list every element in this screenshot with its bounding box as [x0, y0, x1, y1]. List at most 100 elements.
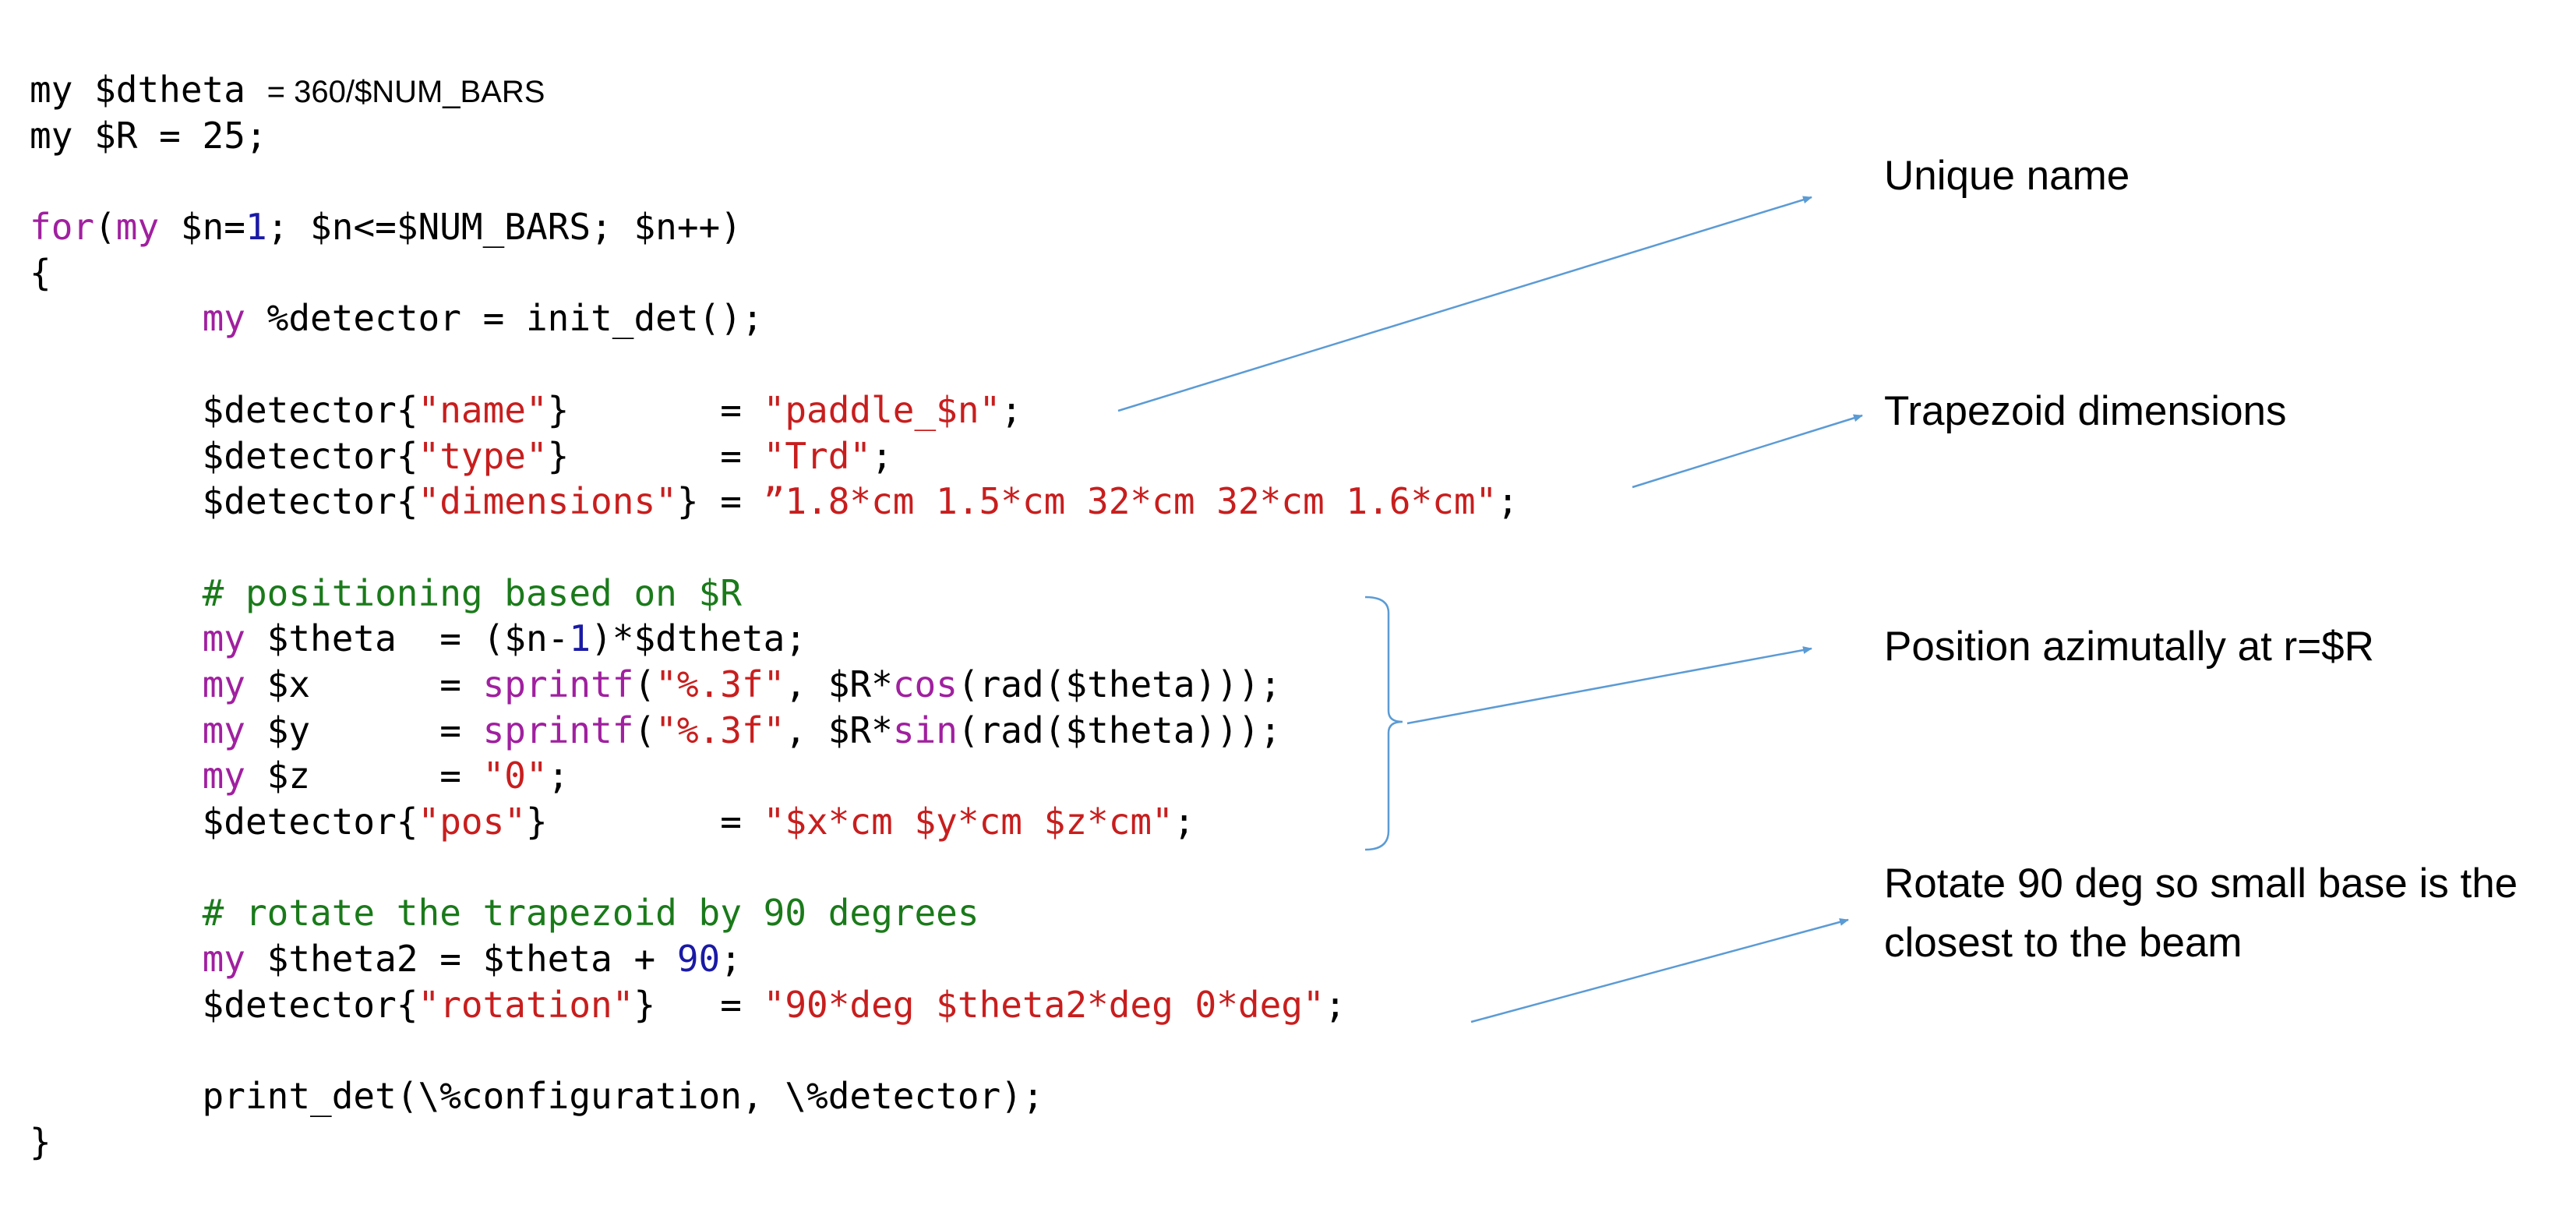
code-token: ;: [1497, 480, 1519, 523]
code-token: "name": [418, 388, 548, 431]
code-line: # rotate the trapezoid by 90 degrees: [30, 890, 1519, 936]
arrow-rotate: [1470, 918, 1849, 1023]
code-line: my $z = "0";: [30, 753, 1519, 799]
annotation-trapezoid-dimensions: Trapezoid dimensions: [1884, 388, 2287, 434]
code-token: } =: [525, 801, 764, 843]
annotation-rotate-line1: Rotate 90 deg so small base is the: [1884, 861, 2518, 907]
code-token: } =: [633, 983, 764, 1026]
code-token: ;: [547, 755, 570, 797]
code-token: $detector{: [30, 434, 418, 477]
code-token: (: [633, 663, 656, 705]
code-token: "pos": [418, 801, 526, 843]
code-token: %detector = init_det();: [245, 297, 764, 340]
code-token: sin: [892, 709, 958, 751]
code-line: $detector{"type"} = "Trd";: [30, 433, 1519, 479]
code-line: $detector{"pos"} = "$x*cm $y*cm $z*cm";: [30, 799, 1519, 845]
arrow-trapezoid-dimensions: [1632, 414, 1863, 489]
code-line: $detector{"dimensions"} = ”1.8*cm 1.5*cm…: [30, 479, 1519, 525]
annotation-position: Position azimutally at r=$R: [1884, 624, 2374, 670]
code-token: 90: [676, 938, 721, 981]
code-line: my $theta = ($n-1)*$dtheta;: [30, 616, 1519, 662]
code-token: $detector{: [30, 983, 418, 1026]
code-token: ”1.8*cm 1.5*cm 32*cm 32*cm 1.6*cm": [763, 480, 1498, 523]
code-token: my $R = 25;: [30, 114, 267, 157]
code-line: my $theta2 = $theta + 90;: [30, 936, 1519, 982]
code-token: {: [30, 251, 51, 294]
code-token: "paddle_$n": [763, 388, 1001, 431]
code-token: my $dtheta: [30, 69, 267, 111]
arrow-unique-name: [1117, 196, 1812, 412]
code-line: my $x = sprintf("%.3f", $R*cos(rad($thet…: [30, 662, 1519, 708]
code-token: , $R*: [785, 709, 893, 751]
position-brace: [1364, 596, 1403, 851]
code-token: 1: [569, 617, 591, 660]
code-line: print_det(\%configuration, \%detector);: [30, 1073, 1519, 1119]
code-token: cos: [892, 663, 958, 705]
code-token: $detector{: [30, 388, 418, 431]
code-token: "%.3f": [655, 709, 785, 751]
arrow-position: [1406, 646, 1812, 725]
code-token: (: [94, 206, 116, 249]
code-line: $detector{"name"} = "paddle_$n";: [30, 387, 1519, 433]
code-token: my: [115, 206, 160, 249]
code-token: ;: [720, 938, 742, 981]
code-line: # positioning based on $R: [30, 571, 1519, 617]
code-token: ;: [1173, 801, 1195, 843]
code-line: }: [30, 1119, 1519, 1165]
code-line: $detector{"rotation"} = "90*deg $theta2*…: [30, 982, 1519, 1028]
code-token: my: [202, 709, 245, 751]
code-token: = 360/$NUM_BARS: [266, 75, 545, 109]
code-line: my $y = sprintf("%.3f", $R*sin(rad($thet…: [30, 708, 1519, 754]
code-token: my: [202, 617, 245, 660]
code-token: "Trd": [763, 434, 872, 477]
code-token: sprintf: [482, 709, 634, 751]
code-token: "%.3f": [655, 663, 785, 705]
code-token: } =: [547, 434, 764, 477]
code-token: my: [202, 297, 245, 340]
code-token: $detector{: [30, 801, 418, 843]
code-token: ;: [871, 434, 893, 477]
code-token: (: [633, 709, 656, 751]
annotation-rotate-line2: closest to the beam: [1884, 920, 2243, 966]
code-token: "type": [418, 434, 548, 477]
code-token: $theta2 = $theta +: [245, 938, 677, 981]
annotation-unique-name: Unique name: [1884, 153, 2130, 199]
code-line: my $R = 25;: [30, 113, 1519, 159]
code-token: "90*deg $theta2*deg 0*deg": [763, 983, 1325, 1026]
code-line: {: [30, 250, 1519, 296]
code-token: # positioning based on $R: [202, 571, 742, 614]
code-line: my %detector = init_det();: [30, 295, 1519, 341]
code-token: sprintf: [482, 663, 634, 705]
code-token: ; $n<=$NUM_BARS; $n++): [266, 206, 742, 249]
code-token: , $R*: [785, 663, 893, 705]
code-token: ;: [1324, 983, 1346, 1026]
code-token: $z =: [245, 755, 483, 797]
code-token: } =: [547, 388, 764, 431]
code-token: "rotation": [418, 983, 634, 1026]
code-token: $x =: [245, 663, 483, 705]
code-token: for: [30, 206, 95, 249]
code-token: $theta = ($n-: [245, 617, 570, 660]
code-token: )*$dtheta;: [591, 617, 807, 660]
code-token: my: [202, 755, 245, 797]
code-token: my: [202, 938, 245, 981]
code-token: (rad($theta)));: [957, 709, 1282, 751]
code-token: $y =: [245, 709, 483, 751]
code-token: 1: [245, 206, 267, 249]
code-line: my $dtheta = 360/$NUM_BARS: [30, 67, 1519, 113]
code-token: (rad($theta)));: [957, 663, 1282, 705]
code-line: for(my $n=1; $n<=$NUM_BARS; $n++): [30, 204, 1519, 250]
code-token: }: [30, 1120, 51, 1163]
code-token: } =: [676, 480, 764, 523]
code-token: "$x*cm $y*cm $z*cm": [763, 801, 1173, 843]
code-token: $n=: [159, 206, 245, 249]
code-token: my: [202, 663, 245, 705]
code-token: "0": [482, 755, 548, 797]
code-token: "dimensions": [418, 480, 677, 523]
code-token: # rotate the trapezoid by 90 degrees: [202, 892, 979, 935]
code-token: ;: [1000, 388, 1022, 431]
code-token: print_det(\%configuration, \%detector);: [30, 1075, 1044, 1118]
code-token: $detector{: [30, 480, 418, 523]
